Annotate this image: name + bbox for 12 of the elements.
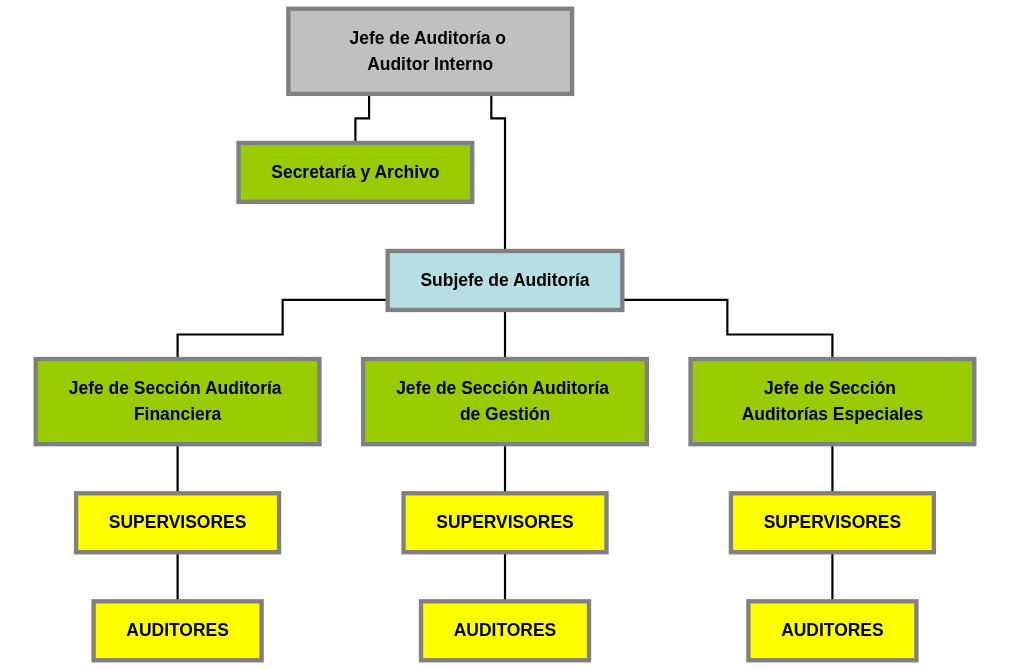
node-box: AUDITORES [91, 599, 264, 663]
node-box: Jefe de Auditoría o Auditor Interno [286, 6, 575, 97]
node-box: Jefe de Sección Auditorías Especiales [688, 356, 977, 447]
node-box: Jefe de Sección Auditoría de Gestión [360, 356, 650, 447]
node-box: AUDITORES [746, 599, 919, 663]
node-box: SUPERVISORES [728, 491, 937, 555]
node-box: Subjefe de Auditoría [385, 248, 625, 313]
node-box: Secretaría y Archivo [236, 140, 475, 205]
node-box: SUPERVISORES [73, 491, 282, 555]
node-box: AUDITORES [418, 599, 592, 663]
node-box: Jefe de Sección Auditoría Financiera [33, 356, 322, 447]
node-box: SUPERVISORES [401, 491, 609, 555]
